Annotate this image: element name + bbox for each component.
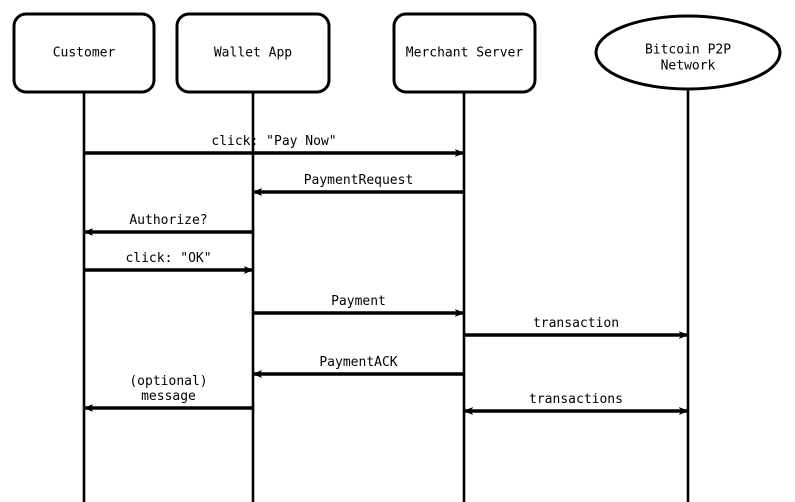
message-label-m2: PaymentRequest [304, 173, 414, 188]
participant-label-merchant: Merchant Server [406, 46, 524, 61]
participant-shape-wallet [175, 12, 331, 94]
message-m3[interactable]: Authorize? [83, 213, 253, 236]
participant-shape-network [594, 14, 782, 91]
message-label-m8: (optional)message [129, 374, 207, 404]
message-label-m9: transactions [529, 392, 623, 407]
message-m9[interactable]: transactions [463, 392, 689, 415]
message-label-m6: transaction [533, 316, 619, 331]
message-label-m5: Payment [331, 294, 386, 309]
message-m2[interactable]: PaymentRequest [252, 173, 464, 196]
message-m1[interactable]: click: "Pay Now" [84, 134, 465, 157]
message-label-m3: Authorize? [129, 213, 207, 228]
participant-wallet[interactable]: Wallet App [175, 12, 331, 94]
participants-group: Customer Wallet App Merchant Server Bitcoin… [12, 12, 782, 94]
participant-shape-merchant [392, 12, 537, 94]
participant-label-line2: Network [661, 58, 716, 73]
message-m4[interactable]: click: "OK" [84, 251, 254, 274]
participant-label-customer: Customer [53, 46, 116, 61]
participant-shape-customer [12, 12, 156, 94]
participant-label-line1: Bitcoin P2P [645, 42, 731, 57]
message-m7[interactable]: PaymentACK [252, 355, 464, 378]
participant-label-wallet: Wallet App [214, 46, 292, 61]
message-m8[interactable]: (optional)message [83, 374, 253, 412]
message-label-line2: message [141, 389, 196, 404]
message-m5[interactable]: Payment [253, 294, 465, 317]
message-m6[interactable]: transaction [464, 316, 689, 339]
message-label-m7: PaymentACK [319, 355, 397, 370]
lifelines-group [82, 89, 690, 502]
messages-group: click: "Pay Now" PaymentRequestAuthorize?… [83, 134, 689, 415]
message-label-m1: click: "Pay Now" [211, 134, 336, 149]
participant-customer[interactable]: Customer [12, 12, 156, 94]
participant-merchant[interactable]: Merchant Server [392, 12, 537, 94]
message-label-m4: click: "OK" [125, 251, 211, 266]
message-label-line1: (optional) [129, 374, 207, 389]
